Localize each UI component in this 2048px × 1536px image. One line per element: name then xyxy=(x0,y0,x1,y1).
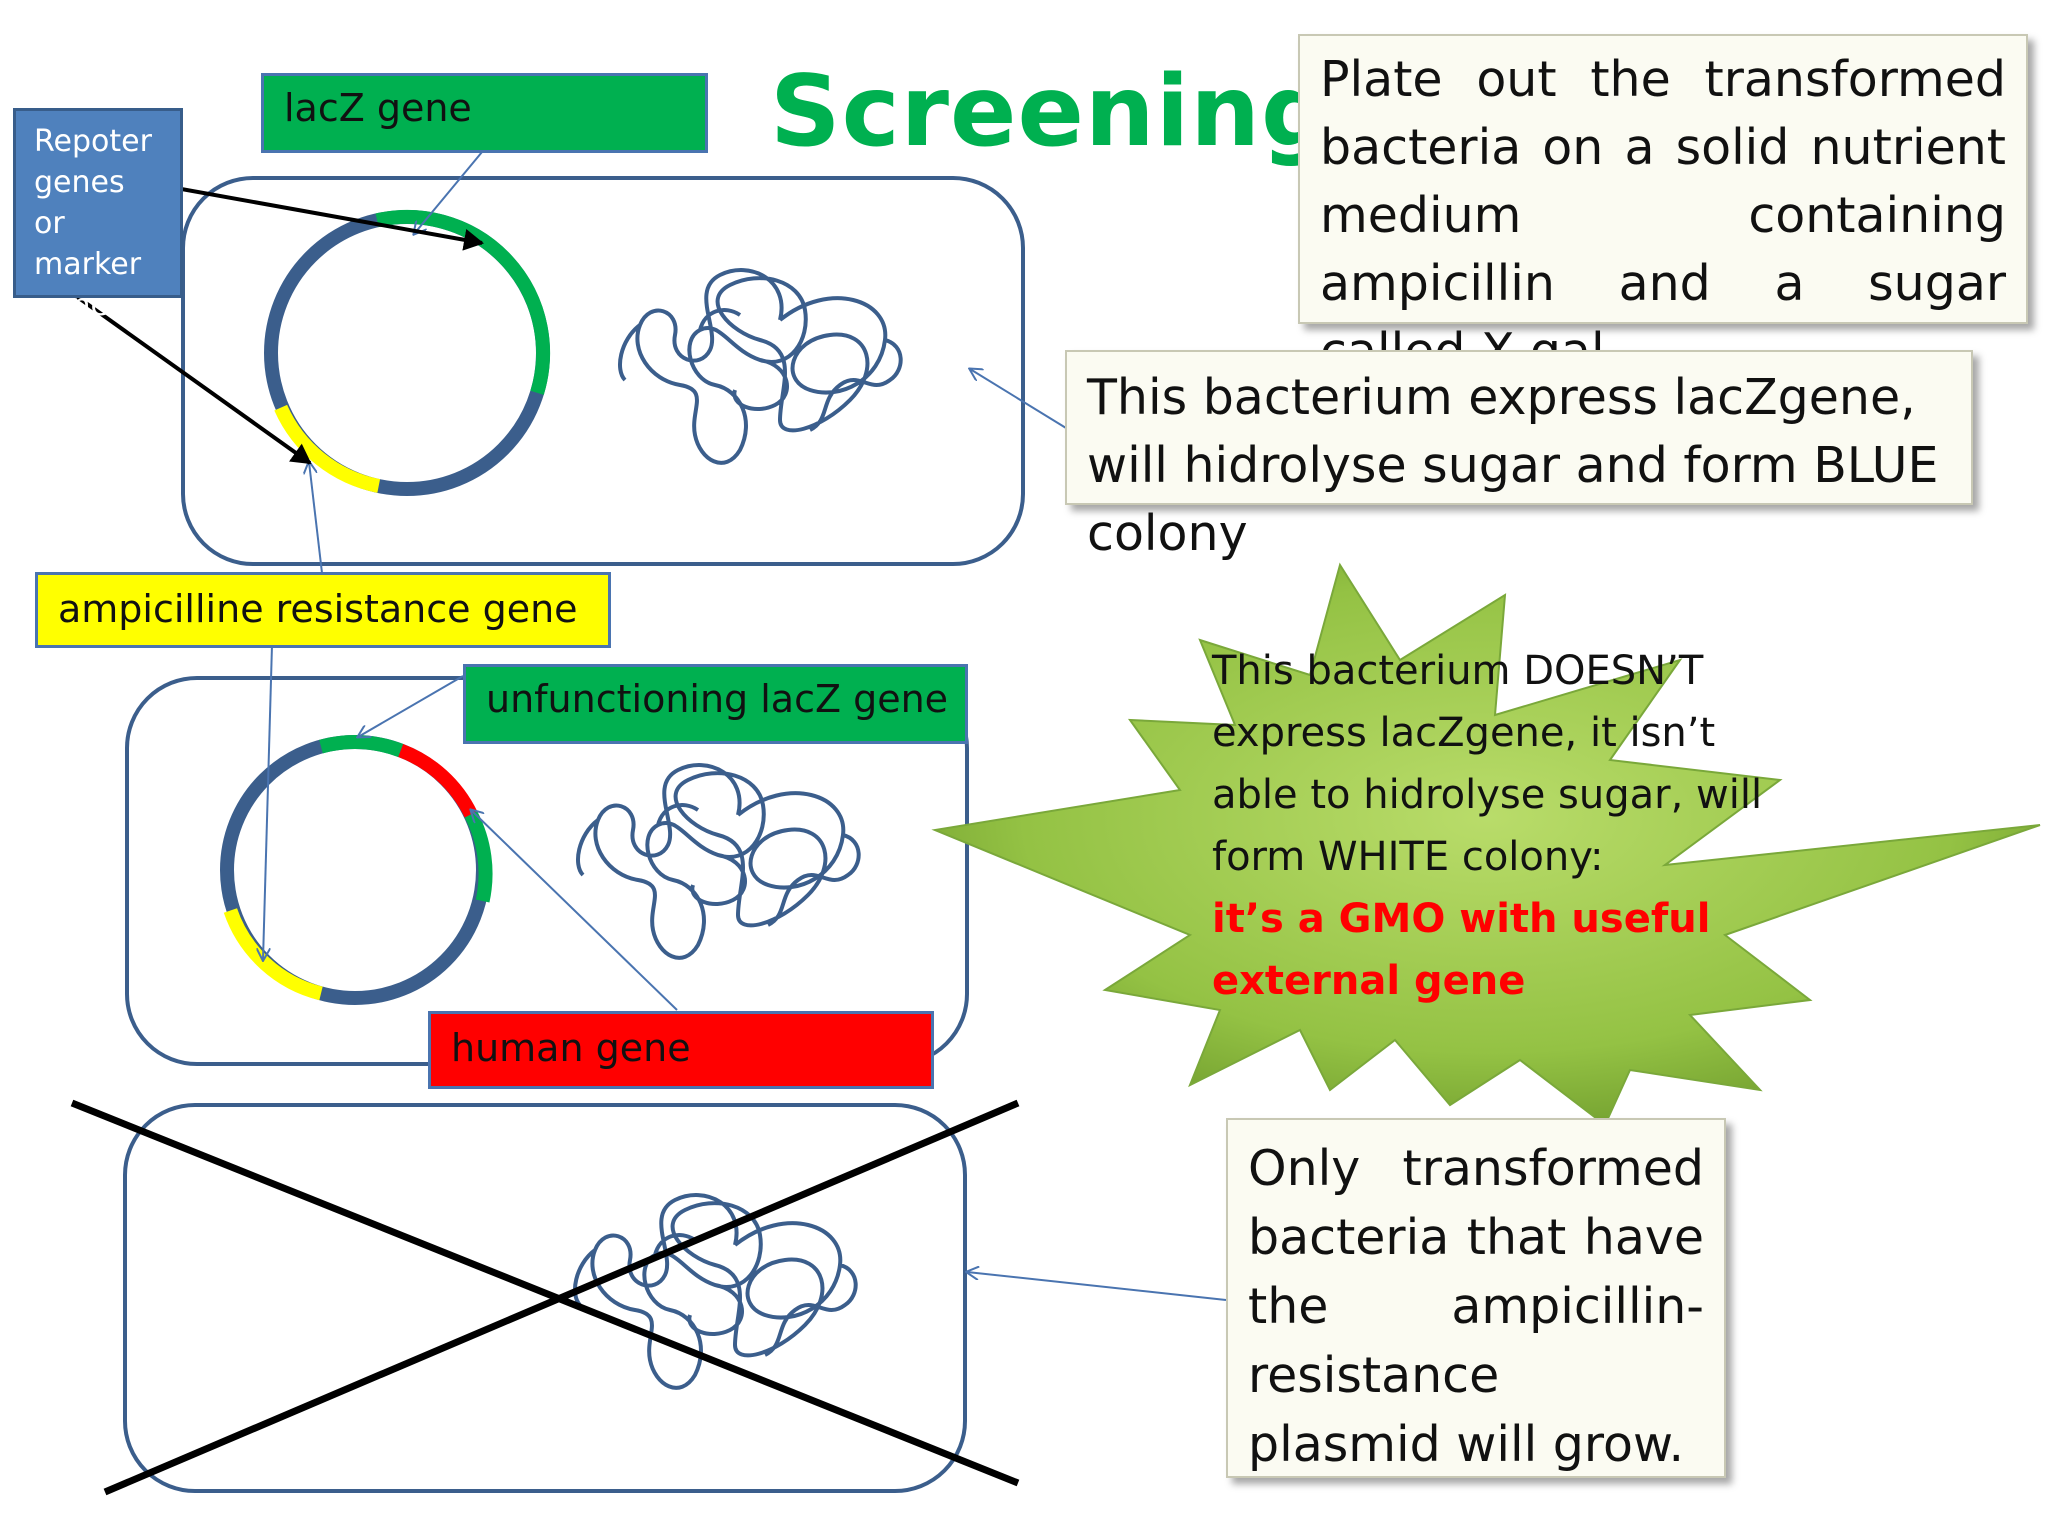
lacz-gene-label: lacZ gene xyxy=(261,73,708,153)
star-burst xyxy=(931,562,2041,1127)
human-segment-2 xyxy=(398,743,478,818)
page-title: Screening xyxy=(770,55,1333,169)
reporter-arrow-amp xyxy=(74,294,312,465)
ampicillin-gene-label: ampicilline resistance gene xyxy=(35,572,611,648)
amp-segment-2 xyxy=(223,908,323,1001)
cross-line-2 xyxy=(103,1099,1020,1496)
unfunctioning-lacz-label: unfunctioning lacZ gene xyxy=(463,664,968,744)
reporter-arrow-lacz xyxy=(147,181,484,251)
lacz-segment-2b xyxy=(464,811,493,903)
connector-only-note xyxy=(967,1272,1227,1301)
star-emphasis-text: it’s a GMO with useful external gene xyxy=(1212,896,1711,1004)
lacz-segment-2a xyxy=(319,735,404,758)
connector-blue-note xyxy=(970,369,1067,429)
plasmid-2 xyxy=(220,735,493,1005)
star-text: This bacterium DOESN’T express lacZgene,… xyxy=(1212,640,1772,1012)
connector-lacz xyxy=(414,151,483,234)
chromosome-2 xyxy=(576,763,861,960)
star-main-text: This bacterium DOESN’T express lacZgene,… xyxy=(1212,648,1763,880)
amp-segment-1 xyxy=(274,404,381,493)
blue-colony-note: This bacterium express lacZgene, will hi… xyxy=(1065,350,1973,562)
reporter-genes-label: Repoter genes or marker genes xyxy=(13,108,183,323)
plate-out-note: Plate out the transformed bacteria on a … xyxy=(1298,34,2028,380)
only-transformed-note: Only transformed bacteria that have the … xyxy=(1226,1118,1726,1478)
connector-amp-down xyxy=(263,644,273,960)
cell-3-outline xyxy=(123,1103,967,1493)
connector-unfunctioning xyxy=(358,675,464,737)
connector-human xyxy=(471,810,678,1011)
plasmid-1 xyxy=(264,209,551,496)
connector-amp-up xyxy=(309,462,323,574)
chromosome-1 xyxy=(618,268,903,465)
lacz-segment-1 xyxy=(375,209,551,395)
cross-line-1 xyxy=(70,1099,1020,1487)
human-gene-label: human gene xyxy=(428,1011,934,1089)
